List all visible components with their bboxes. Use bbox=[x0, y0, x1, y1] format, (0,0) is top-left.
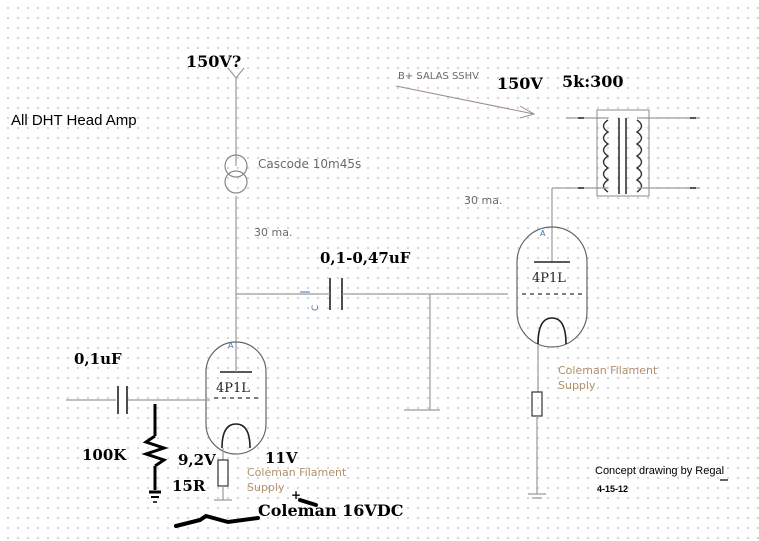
stage2-cathode-network bbox=[528, 344, 546, 499]
coupling-cap-label: 0,1-0,47uF bbox=[320, 249, 411, 267]
stage1-supply-wire bbox=[235, 78, 508, 344]
tube1-icon: A bbox=[205, 341, 267, 455]
b-plus-arrow bbox=[395, 85, 536, 119]
input-cap-label: 0,1uF bbox=[74, 350, 122, 368]
filament-supply-2-line2: Supply bbox=[558, 379, 596, 392]
plus-sign-label: + bbox=[291, 488, 301, 502]
diagram-title: All DHT Head Amp bbox=[11, 112, 137, 129]
output-transformer-icon bbox=[566, 109, 700, 197]
filament-supply-1-line1: Coleman Filament bbox=[247, 466, 347, 479]
coupling-capacitor-icon bbox=[300, 278, 352, 310]
cathode-resistor-icon bbox=[214, 448, 232, 501]
stray-marks bbox=[404, 294, 728, 481]
current-stage1-label: 30 ma. bbox=[254, 226, 292, 239]
tube2-label: 4P1L bbox=[532, 271, 566, 286]
credit-label: Concept drawing by Regal bbox=[595, 465, 724, 477]
cascode-label: Cascode 10m45s bbox=[258, 157, 361, 171]
grid-resistor-icon bbox=[141, 404, 169, 503]
supply-voltage-label: 150V? bbox=[186, 52, 241, 71]
filament-voltage-label: 11V bbox=[265, 449, 298, 467]
supply-arrow-icon bbox=[227, 67, 245, 79]
output-voltage-label: 150V bbox=[497, 74, 543, 93]
grid-resistor-label: 100K bbox=[82, 446, 127, 464]
filament-supply-2-line1: Coleman Filament bbox=[558, 364, 658, 377]
cascode-current-source-icon bbox=[224, 154, 248, 194]
bias-voltage-label: 9,2V bbox=[178, 451, 216, 469]
current-stage2-label: 30 ma. bbox=[464, 194, 502, 207]
transformer-ratio-label: 5k:300 bbox=[562, 72, 624, 91]
date-label: 4-15-12 bbox=[597, 484, 628, 494]
tube2-icon: A bbox=[516, 226, 588, 348]
coleman-dc-label: Coleman 16VDC bbox=[258, 501, 403, 520]
cap-small-label: C bbox=[311, 305, 321, 311]
coleman-16vdc-wire bbox=[174, 498, 318, 528]
svg-text:A: A bbox=[540, 229, 546, 238]
stage2-anode-wire bbox=[551, 187, 566, 262]
cathode-resistor-label: 15R bbox=[172, 477, 206, 495]
tube1-label: 4P1L bbox=[216, 381, 250, 396]
filament-supply-1-line2: Supply bbox=[247, 481, 285, 494]
b-plus-label: B+ SALAS SSHV bbox=[398, 71, 479, 82]
svg-text:A: A bbox=[228, 341, 234, 350]
input-capacitor-icon bbox=[117, 386, 128, 414]
